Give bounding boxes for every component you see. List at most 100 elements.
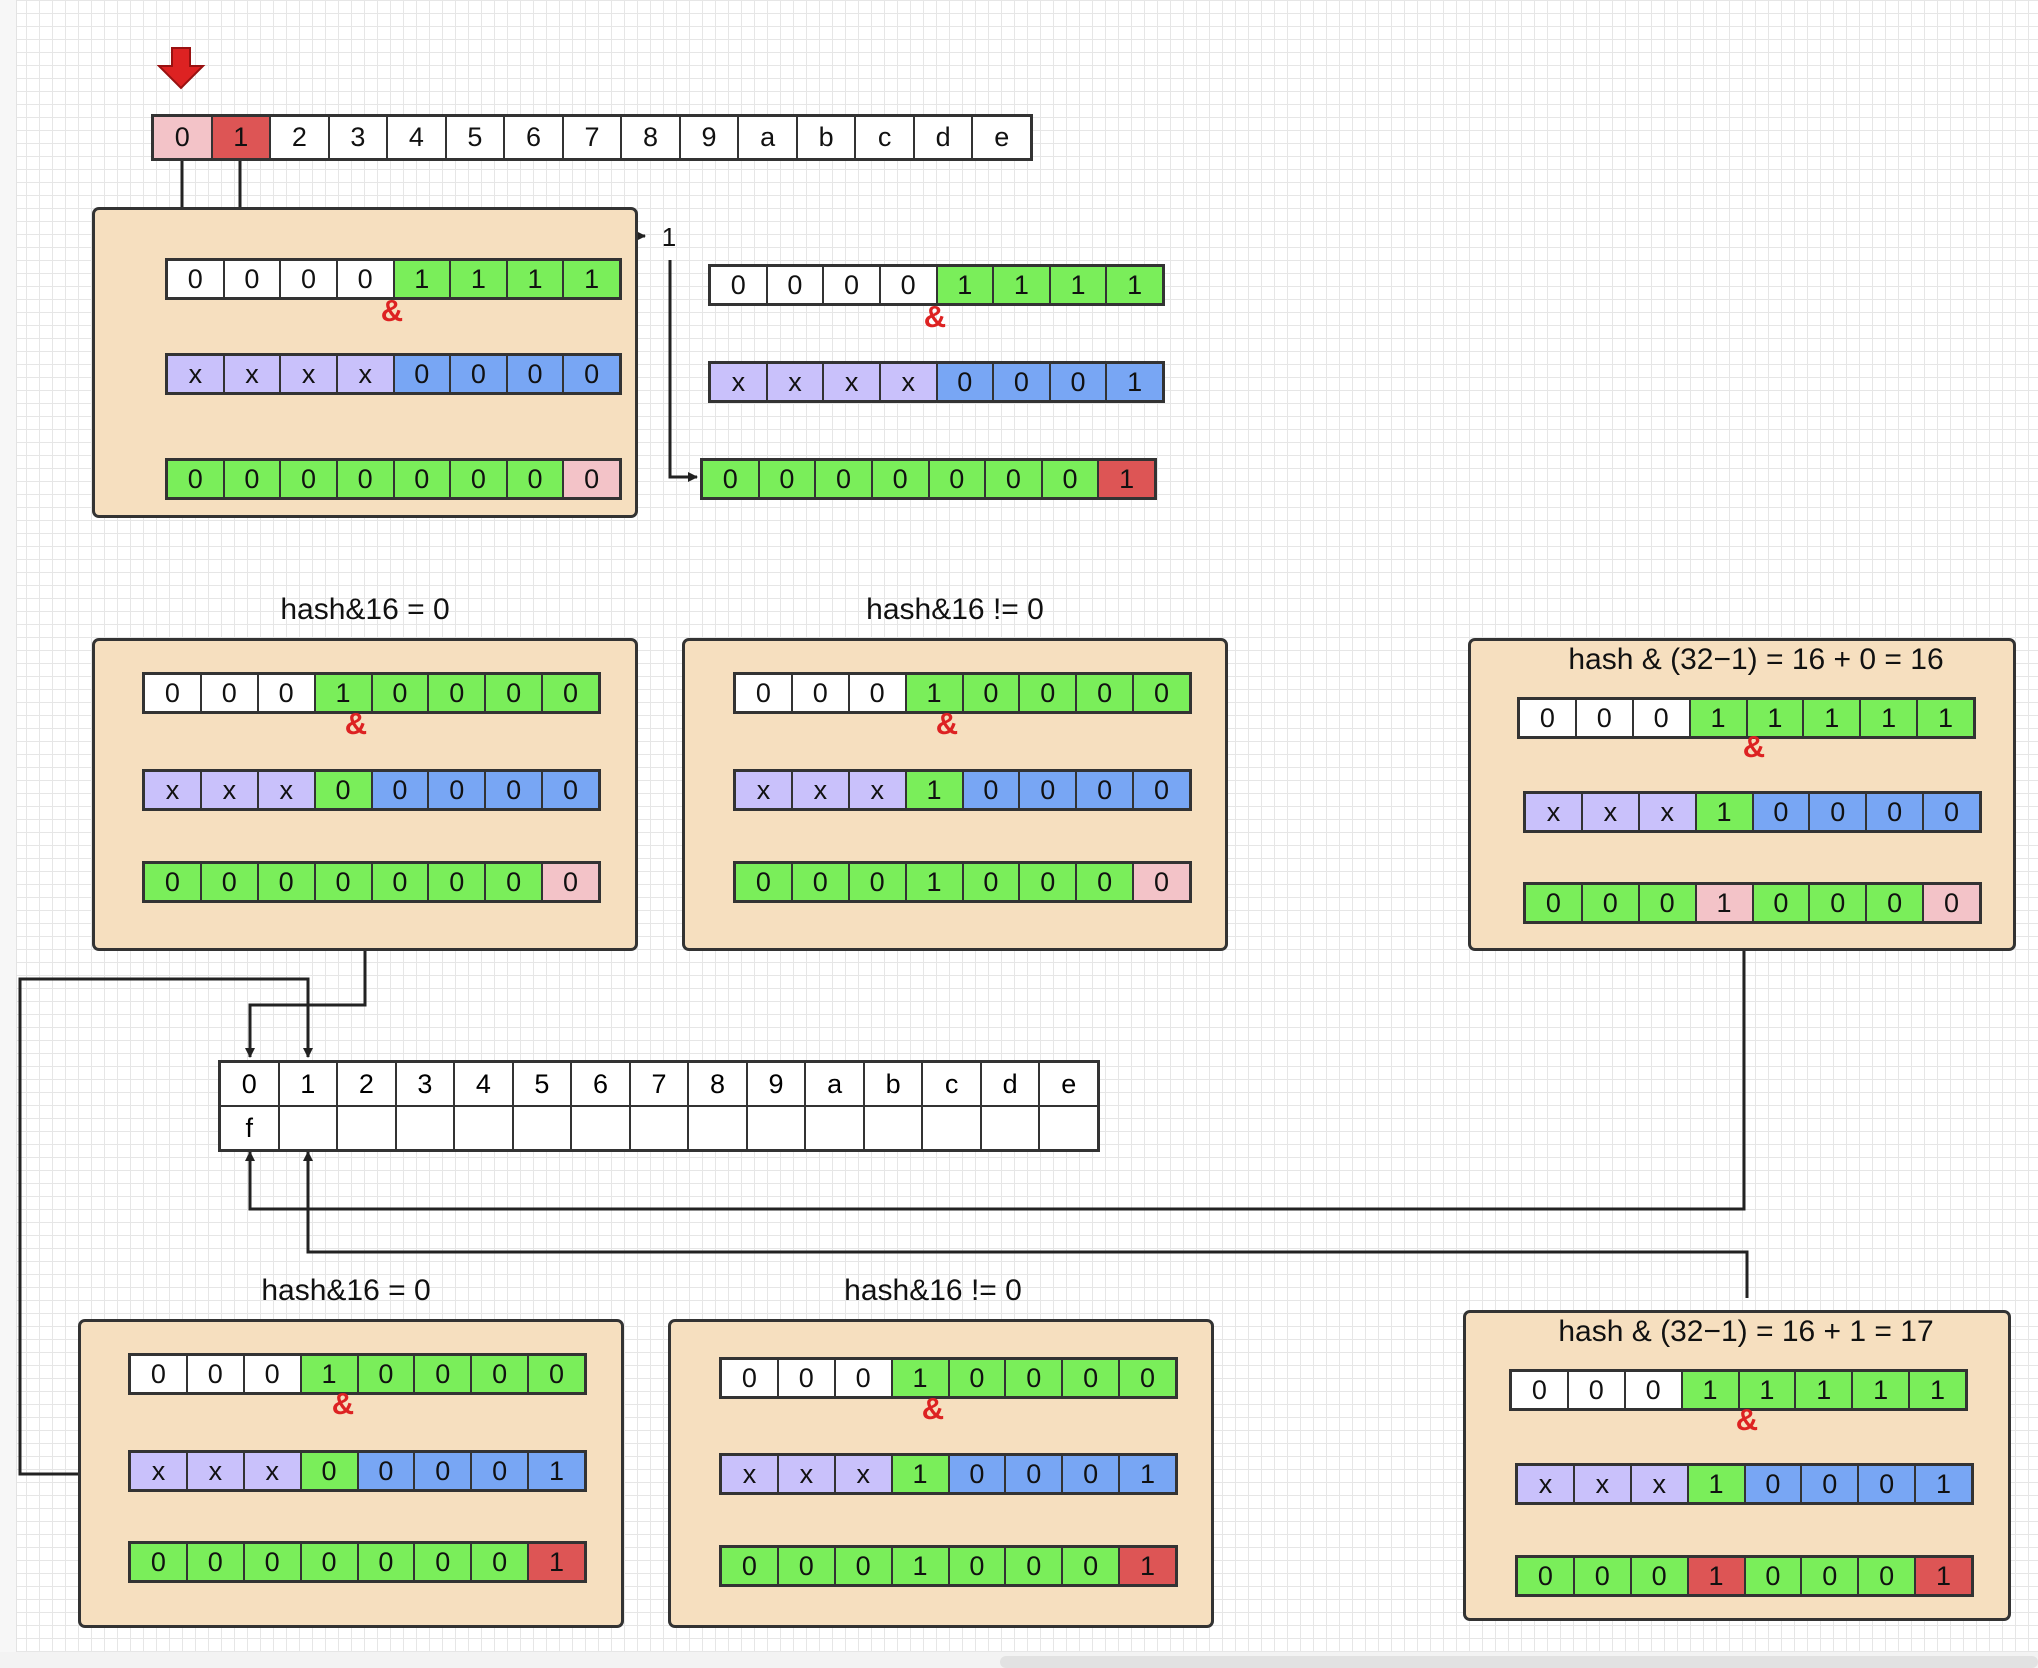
block-title: hash&16 = 0 [261, 1274, 431, 1307]
cell: 0 [963, 772, 1021, 808]
cell: 0 [835, 1548, 893, 1584]
cell: 8 [622, 117, 681, 158]
cell: 0 [131, 1356, 188, 1392]
cell: 1 [937, 267, 995, 303]
cell: 0 [358, 1356, 416, 1392]
cell: 0 [221, 1063, 280, 1105]
cell: 1 [301, 1356, 359, 1392]
cell: 1 [1916, 1558, 1971, 1594]
cell: 1 [1107, 364, 1162, 400]
cell: 0 [429, 864, 487, 900]
cell [981, 1107, 1041, 1149]
cell: 1 [529, 1453, 584, 1489]
cell [513, 1107, 573, 1149]
cell: 0 [1520, 700, 1577, 736]
cell: 5 [513, 1063, 573, 1105]
cell: 0 [963, 675, 1021, 711]
cell: 0 [849, 675, 907, 711]
left-edge [0, 0, 17, 1668]
cell: 0 [168, 461, 225, 497]
horizontal-scrollbar[interactable] [1000, 1656, 2038, 1668]
cell: x [849, 772, 907, 808]
cell: x [824, 364, 881, 400]
block-title: hash&16 != 0 [844, 1274, 1022, 1307]
cell: 0 [1924, 794, 1979, 830]
cell: 0 [1120, 1360, 1175, 1396]
cell: x [201, 772, 259, 808]
cell: x [145, 772, 202, 808]
cell: 0 [1134, 864, 1189, 900]
cell: 0 [963, 864, 1021, 900]
cell: 0 [451, 356, 508, 392]
cell: 0 [824, 267, 881, 303]
cell: 0 [472, 1356, 530, 1392]
connector-label-to-block [668, 260, 698, 482]
cell: 0 [372, 864, 430, 900]
cell: 0 [1063, 1456, 1121, 1492]
cell: x [711, 364, 768, 400]
cell: 0 [849, 864, 907, 900]
cell: 0 [472, 1453, 530, 1489]
and-operator: & [923, 299, 947, 334]
cell: 0 [1810, 794, 1868, 830]
cell: 0 [835, 1360, 893, 1396]
cell: 1 [1696, 794, 1754, 830]
cell: 4 [388, 117, 447, 158]
cell [396, 1107, 456, 1149]
cell [279, 1107, 339, 1149]
cell: 0 [929, 461, 987, 497]
cell: 0 [1631, 1558, 1689, 1594]
cell: 0 [529, 1356, 584, 1392]
cell: 1 [892, 1548, 950, 1584]
cell: 1 [1918, 700, 1973, 736]
cell: 1 [1099, 461, 1154, 497]
cell: 0 [372, 675, 430, 711]
cell: 1 [1120, 1548, 1175, 1584]
cell: x [1631, 1466, 1689, 1502]
cell [455, 1107, 514, 1149]
cell: 0 [1063, 1360, 1121, 1396]
cell: x [778, 1456, 836, 1492]
cell: a [806, 1063, 865, 1105]
index-label: 1 [661, 222, 677, 252]
cell: 1 [906, 675, 964, 711]
cell: 0 [1526, 885, 1583, 921]
cell: 0 [472, 1544, 530, 1580]
cell: 0 [258, 675, 316, 711]
cell: 0 [281, 461, 338, 497]
cell [630, 1107, 690, 1149]
cell: 0 [1518, 1558, 1575, 1594]
and-operator: & [331, 1386, 355, 1421]
cell: 1 [1688, 1466, 1746, 1502]
cell [923, 1107, 982, 1149]
cell: 0 [1867, 794, 1925, 830]
cell: 0 [1134, 772, 1189, 808]
cell: 0 [1745, 1558, 1803, 1594]
cell: 1 [994, 267, 1051, 303]
cell: x [767, 364, 825, 400]
cell: 0 [1042, 461, 1100, 497]
cell: x [168, 356, 225, 392]
cell: 0 [949, 1548, 1007, 1584]
cell: 1 [1853, 1372, 1911, 1408]
cell: 7 [630, 1063, 690, 1105]
cell: 0 [281, 261, 338, 297]
cell: 0 [154, 117, 213, 158]
cell: 0 [451, 461, 508, 497]
cell: 0 [1753, 794, 1811, 830]
cell: 1 [1696, 885, 1754, 921]
cell: 0 [778, 1360, 836, 1396]
block-title: hash&16 != 0 [866, 593, 1044, 626]
cell: 0 [415, 1544, 473, 1580]
cell: 0 [937, 364, 995, 400]
cell: 0 [1006, 1360, 1064, 1396]
